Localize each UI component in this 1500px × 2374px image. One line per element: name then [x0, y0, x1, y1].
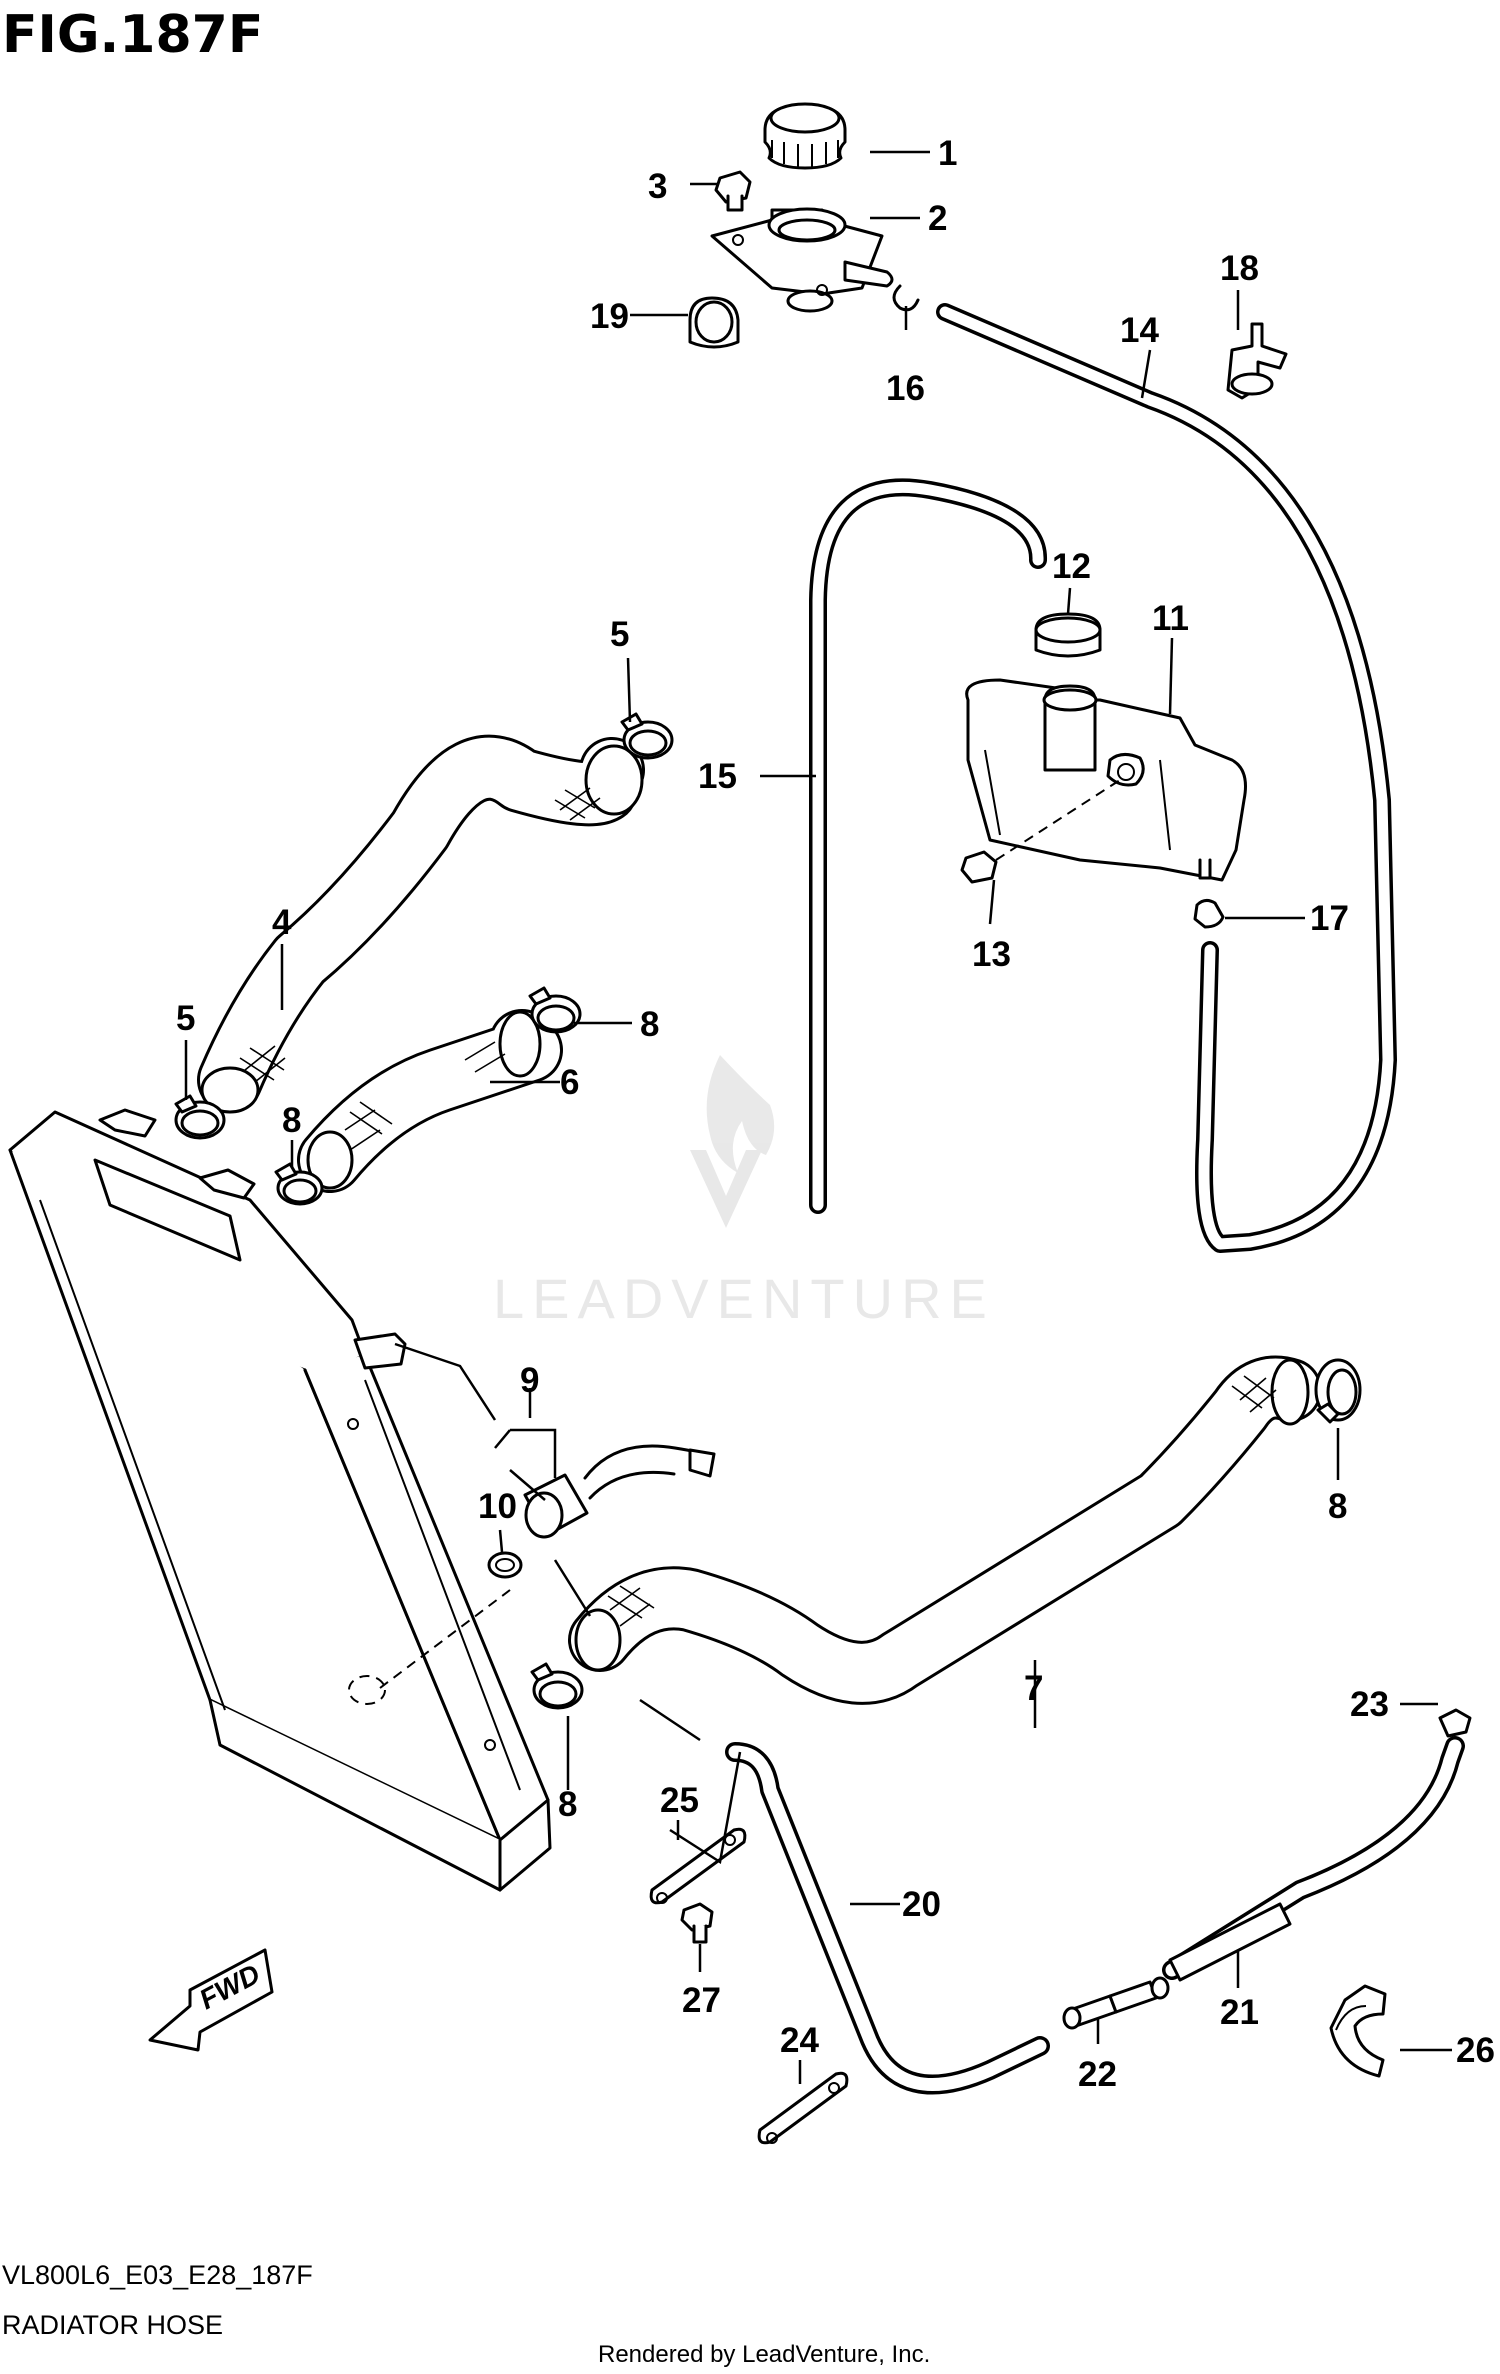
callout-25: 25 — [660, 1781, 699, 1820]
callout-9: 9 — [520, 1361, 539, 1400]
watermark: LEADVENTURE — [493, 1055, 995, 1330]
callout-24: 24 — [780, 2021, 819, 2060]
clamp-5-upper — [620, 712, 674, 760]
clamp-5-lower — [174, 1094, 226, 1140]
radiator — [8, 1108, 552, 1892]
callout-numbers: 1 2 3 19 16 14 18 12 11 15 5 13 17 4 5 8… — [176, 134, 1495, 2094]
callout-13: 13 — [972, 935, 1011, 974]
render-credit: Rendered by LeadVenture, Inc. — [598, 2341, 930, 2368]
clamp-17 — [1193, 898, 1225, 929]
callout-20: 20 — [902, 1885, 941, 1924]
temp-switch-9 — [523, 1444, 716, 1539]
callout-23: 23 — [1350, 1685, 1389, 1724]
clip-19 — [688, 296, 740, 349]
hose-20 — [725, 1742, 1050, 2095]
section-name: RADIATOR HOSE — [2, 2310, 223, 2340]
lower-hose-7 — [568, 1355, 1322, 1705]
model-code: VL800L6_E03_E28_187F — [2, 2260, 313, 2290]
callout-1: 1 — [938, 134, 957, 173]
callout-10: 10 — [478, 1487, 517, 1526]
callout-6: 6 — [560, 1063, 579, 1102]
clamp-23 — [1438, 1708, 1472, 1738]
clamp-8-upper — [528, 986, 582, 1034]
callout-21: 21 — [1220, 1993, 1259, 2032]
callout-5-top: 5 — [610, 615, 629, 654]
callout-2: 2 — [928, 199, 947, 238]
figure-title: FIG.187F — [2, 5, 263, 65]
reservoir-tank — [965, 678, 1247, 882]
hose-21 — [1162, 1736, 1465, 1982]
callout-8-bottom: 8 — [558, 1785, 577, 1824]
callout-8-left: 8 — [282, 1101, 301, 1140]
bolt-27 — [680, 1902, 714, 1944]
clamp-18 — [1226, 322, 1288, 400]
upper-hose-4 — [197, 734, 645, 1114]
callout-27: 27 — [682, 1981, 721, 2020]
callout-19: 19 — [590, 297, 629, 336]
clamp-26 — [1329, 1984, 1387, 2078]
bracket-25 — [649, 1827, 747, 1905]
bracket-24 — [757, 2071, 849, 2145]
bolt-13 — [960, 779, 1121, 884]
callout-3: 3 — [648, 167, 667, 206]
hose-6 — [297, 1009, 563, 1193]
callout-8-right: 8 — [1328, 1487, 1347, 1526]
callout-26: 26 — [1456, 2031, 1495, 2070]
fwd-arrow: FWD — [148, 1948, 274, 2052]
clamp-8-right — [1314, 1358, 1362, 1424]
leader-lines — [184, 150, 1452, 2084]
callout-5-left: 5 — [176, 999, 195, 1038]
callout-15: 15 — [698, 757, 737, 796]
callout-22: 22 — [1078, 2055, 1117, 2094]
clamp-8-left — [274, 1162, 324, 1206]
callout-18: 18 — [1220, 249, 1259, 288]
reservoir-hose-15 — [809, 478, 1047, 1214]
watermark-text: LEADVENTURE — [493, 1267, 995, 1330]
clip-16 — [892, 284, 920, 312]
callout-4: 4 — [272, 903, 292, 942]
bolt-3 — [714, 170, 752, 212]
clamp-8-lower — [530, 1662, 584, 1710]
callout-16: 16 — [886, 369, 925, 408]
callout-14: 14 — [1120, 311, 1159, 350]
reservoir-cap-12 — [1034, 612, 1102, 658]
callout-12: 12 — [1052, 547, 1091, 586]
overflow-hose-14 — [936, 303, 1397, 1253]
gasket-10 — [487, 1551, 523, 1579]
callout-11: 11 — [1152, 599, 1189, 638]
radiator-cap — [763, 102, 847, 170]
filler-neck — [710, 207, 894, 313]
callout-8-top: 8 — [640, 1005, 659, 1044]
callout-17: 17 — [1310, 899, 1349, 938]
callout-7: 7 — [1024, 1669, 1043, 1708]
joint-22 — [1062, 1976, 1170, 2030]
